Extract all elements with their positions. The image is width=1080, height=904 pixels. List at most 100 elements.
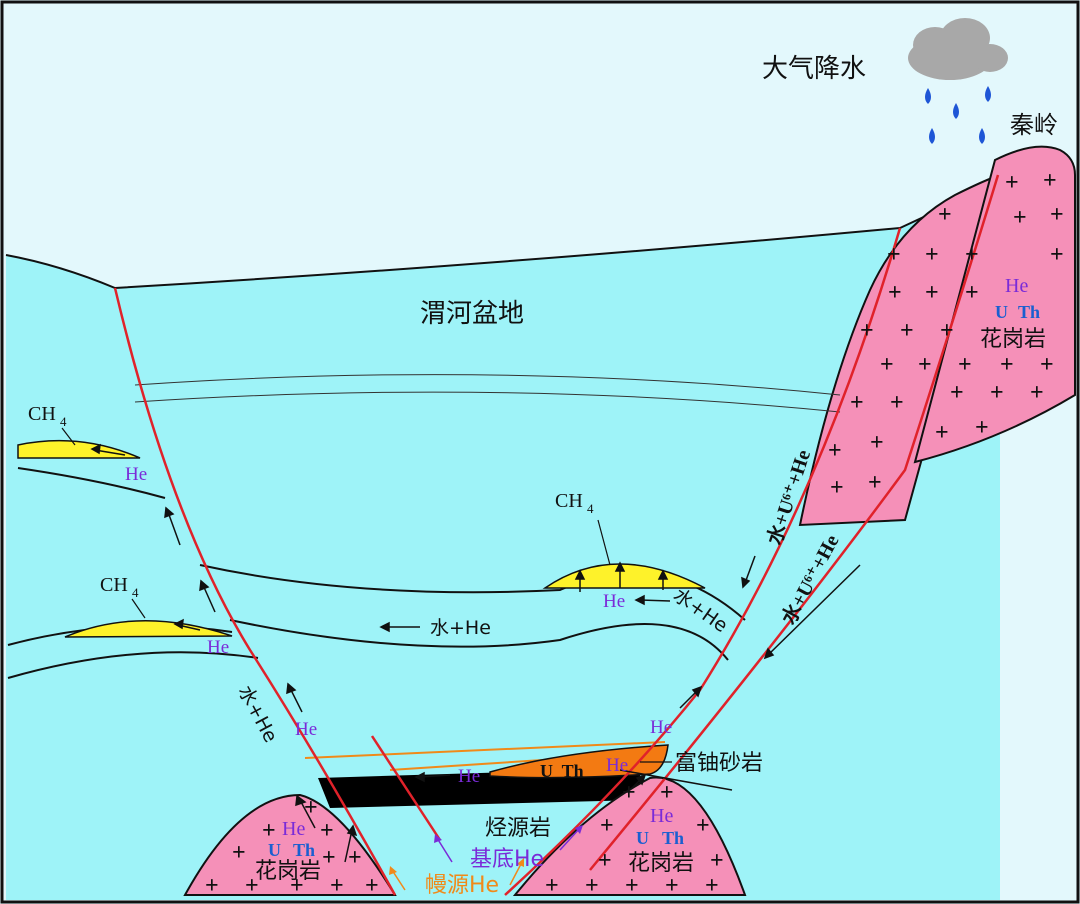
svg-text:+: +	[888, 280, 902, 306]
svg-text:4: 4	[587, 501, 594, 516]
svg-text:+: +	[1050, 202, 1064, 228]
raindrop-icon	[925, 88, 931, 104]
svg-text:+: +	[660, 780, 674, 806]
svg-text:+: +	[625, 873, 639, 899]
granite-plus-marks: ++ +++ ++++ +++ +++ +++++ +++++ +++ +++ …	[205, 168, 1064, 899]
raindrop-icon	[953, 103, 959, 119]
qinling-he-label: He	[1005, 275, 1028, 297]
fault-right-mountain	[589, 174, 1000, 871]
layer-thin-1	[134, 374, 841, 396]
ch4-label-middle: CH 4	[100, 574, 139, 600]
svg-text:+: +	[545, 873, 559, 899]
svg-text:+: +	[322, 845, 336, 871]
ch4-label-upper: CH 4	[28, 403, 67, 429]
svg-text:CH: CH	[555, 490, 583, 512]
svg-text:+: +	[925, 280, 939, 306]
fault-center	[370, 735, 442, 841]
raindrop-icon	[985, 86, 991, 102]
svg-text:+: +	[975, 415, 989, 441]
svg-text:+: +	[598, 848, 612, 874]
gas-reservoir-center	[542, 563, 706, 589]
he-label: He	[125, 464, 147, 485]
svg-text:+: +	[868, 470, 882, 496]
mantle-he-label: 幔源He	[425, 873, 499, 898]
svg-text:+: +	[320, 818, 334, 844]
svg-text:+: +	[1043, 168, 1057, 194]
migration-arrows	[90, 443, 861, 863]
left-granite-u-label: U	[268, 840, 281, 860]
layer-middle-bottom	[229, 619, 729, 661]
svg-text:+: +	[887, 242, 901, 268]
uranium-sandstone-label: 富铀砂岩	[675, 751, 763, 776]
svg-text:+: +	[245, 873, 259, 899]
qinling-u-label: U	[995, 302, 1008, 322]
svg-text:+: +	[585, 873, 599, 899]
right-granite-label: 花岗岩	[628, 851, 694, 876]
svg-text:+: +	[870, 430, 884, 456]
precipitation-label: 大气降水	[762, 54, 866, 84]
cloud-icon	[908, 18, 1008, 80]
svg-text:CH: CH	[100, 574, 128, 596]
ch4-label-center: CH 4	[555, 490, 594, 516]
svg-text:+: +	[1005, 170, 1019, 196]
svg-text:4: 4	[60, 414, 67, 429]
svg-text:+: +	[365, 873, 379, 899]
orange-layer-top	[304, 741, 666, 759]
he-label: He	[295, 719, 317, 740]
mantle-he-arrow	[389, 858, 524, 891]
svg-text:+: +	[860, 318, 874, 344]
right-granite-he-label: He	[650, 805, 673, 827]
layer-thin-2	[134, 391, 841, 413]
ch4-pointer-upper	[61, 427, 76, 446]
svg-text:+: +	[205, 873, 219, 899]
svg-text:CH: CH	[28, 403, 56, 425]
svg-text:+: +	[830, 475, 844, 501]
svg-text:+: +	[935, 420, 949, 446]
qinling-granite-back	[913, 145, 1076, 464]
svg-text:+: +	[262, 818, 276, 844]
svg-text:+: +	[665, 873, 679, 899]
svg-text:+: +	[940, 318, 954, 344]
svg-text:+: +	[965, 280, 979, 306]
right-granite-u-label: U	[636, 828, 649, 848]
svg-text:+: +	[850, 390, 864, 416]
left-granite-label: 花岗岩	[255, 859, 321, 884]
svg-text:+: +	[828, 438, 842, 464]
svg-text:+: +	[1050, 242, 1064, 268]
lens-he-label: He	[606, 755, 628, 776]
svg-text:+: +	[890, 390, 904, 416]
svg-text:+: +	[290, 873, 304, 899]
qinling-label: 秦岭	[1010, 111, 1058, 139]
basement-granite-right	[512, 776, 747, 896]
basement-he-label: 基底He	[470, 847, 544, 872]
source-rock-label: 烃源岩	[485, 816, 551, 841]
fault-left	[113, 287, 397, 896]
svg-text:+: +	[1000, 352, 1014, 378]
qinling-th-label: Th	[1018, 302, 1040, 322]
basin-body	[6, 180, 1000, 900]
ch4-pointer-middle	[131, 598, 146, 619]
svg-text:+: +	[900, 318, 914, 344]
basin-label: 渭河盆地	[420, 299, 524, 329]
fault-right-basin	[504, 227, 902, 896]
svg-text:+: +	[1030, 380, 1044, 406]
layer-left-mid-bottom	[7, 651, 259, 679]
svg-text:+: +	[990, 380, 1004, 406]
svg-text:+: +	[304, 795, 318, 821]
svg-text:+: +	[1013, 205, 1027, 231]
svg-text:+: +	[710, 848, 724, 874]
raindrop-icon	[979, 128, 985, 144]
he-label: He	[207, 637, 229, 658]
uranium-sandstone-lens	[489, 744, 669, 779]
lens-ut-label: U Th	[540, 761, 584, 781]
svg-text:+: +	[330, 873, 344, 899]
qinling-granite-front	[798, 173, 1002, 527]
svg-text:+: +	[965, 242, 979, 268]
he-label: He	[650, 717, 672, 738]
qinling-granite-label: 花岗岩	[980, 327, 1046, 352]
left-granite-th-label: Th	[293, 840, 315, 860]
svg-text:+: +	[1040, 352, 1054, 378]
